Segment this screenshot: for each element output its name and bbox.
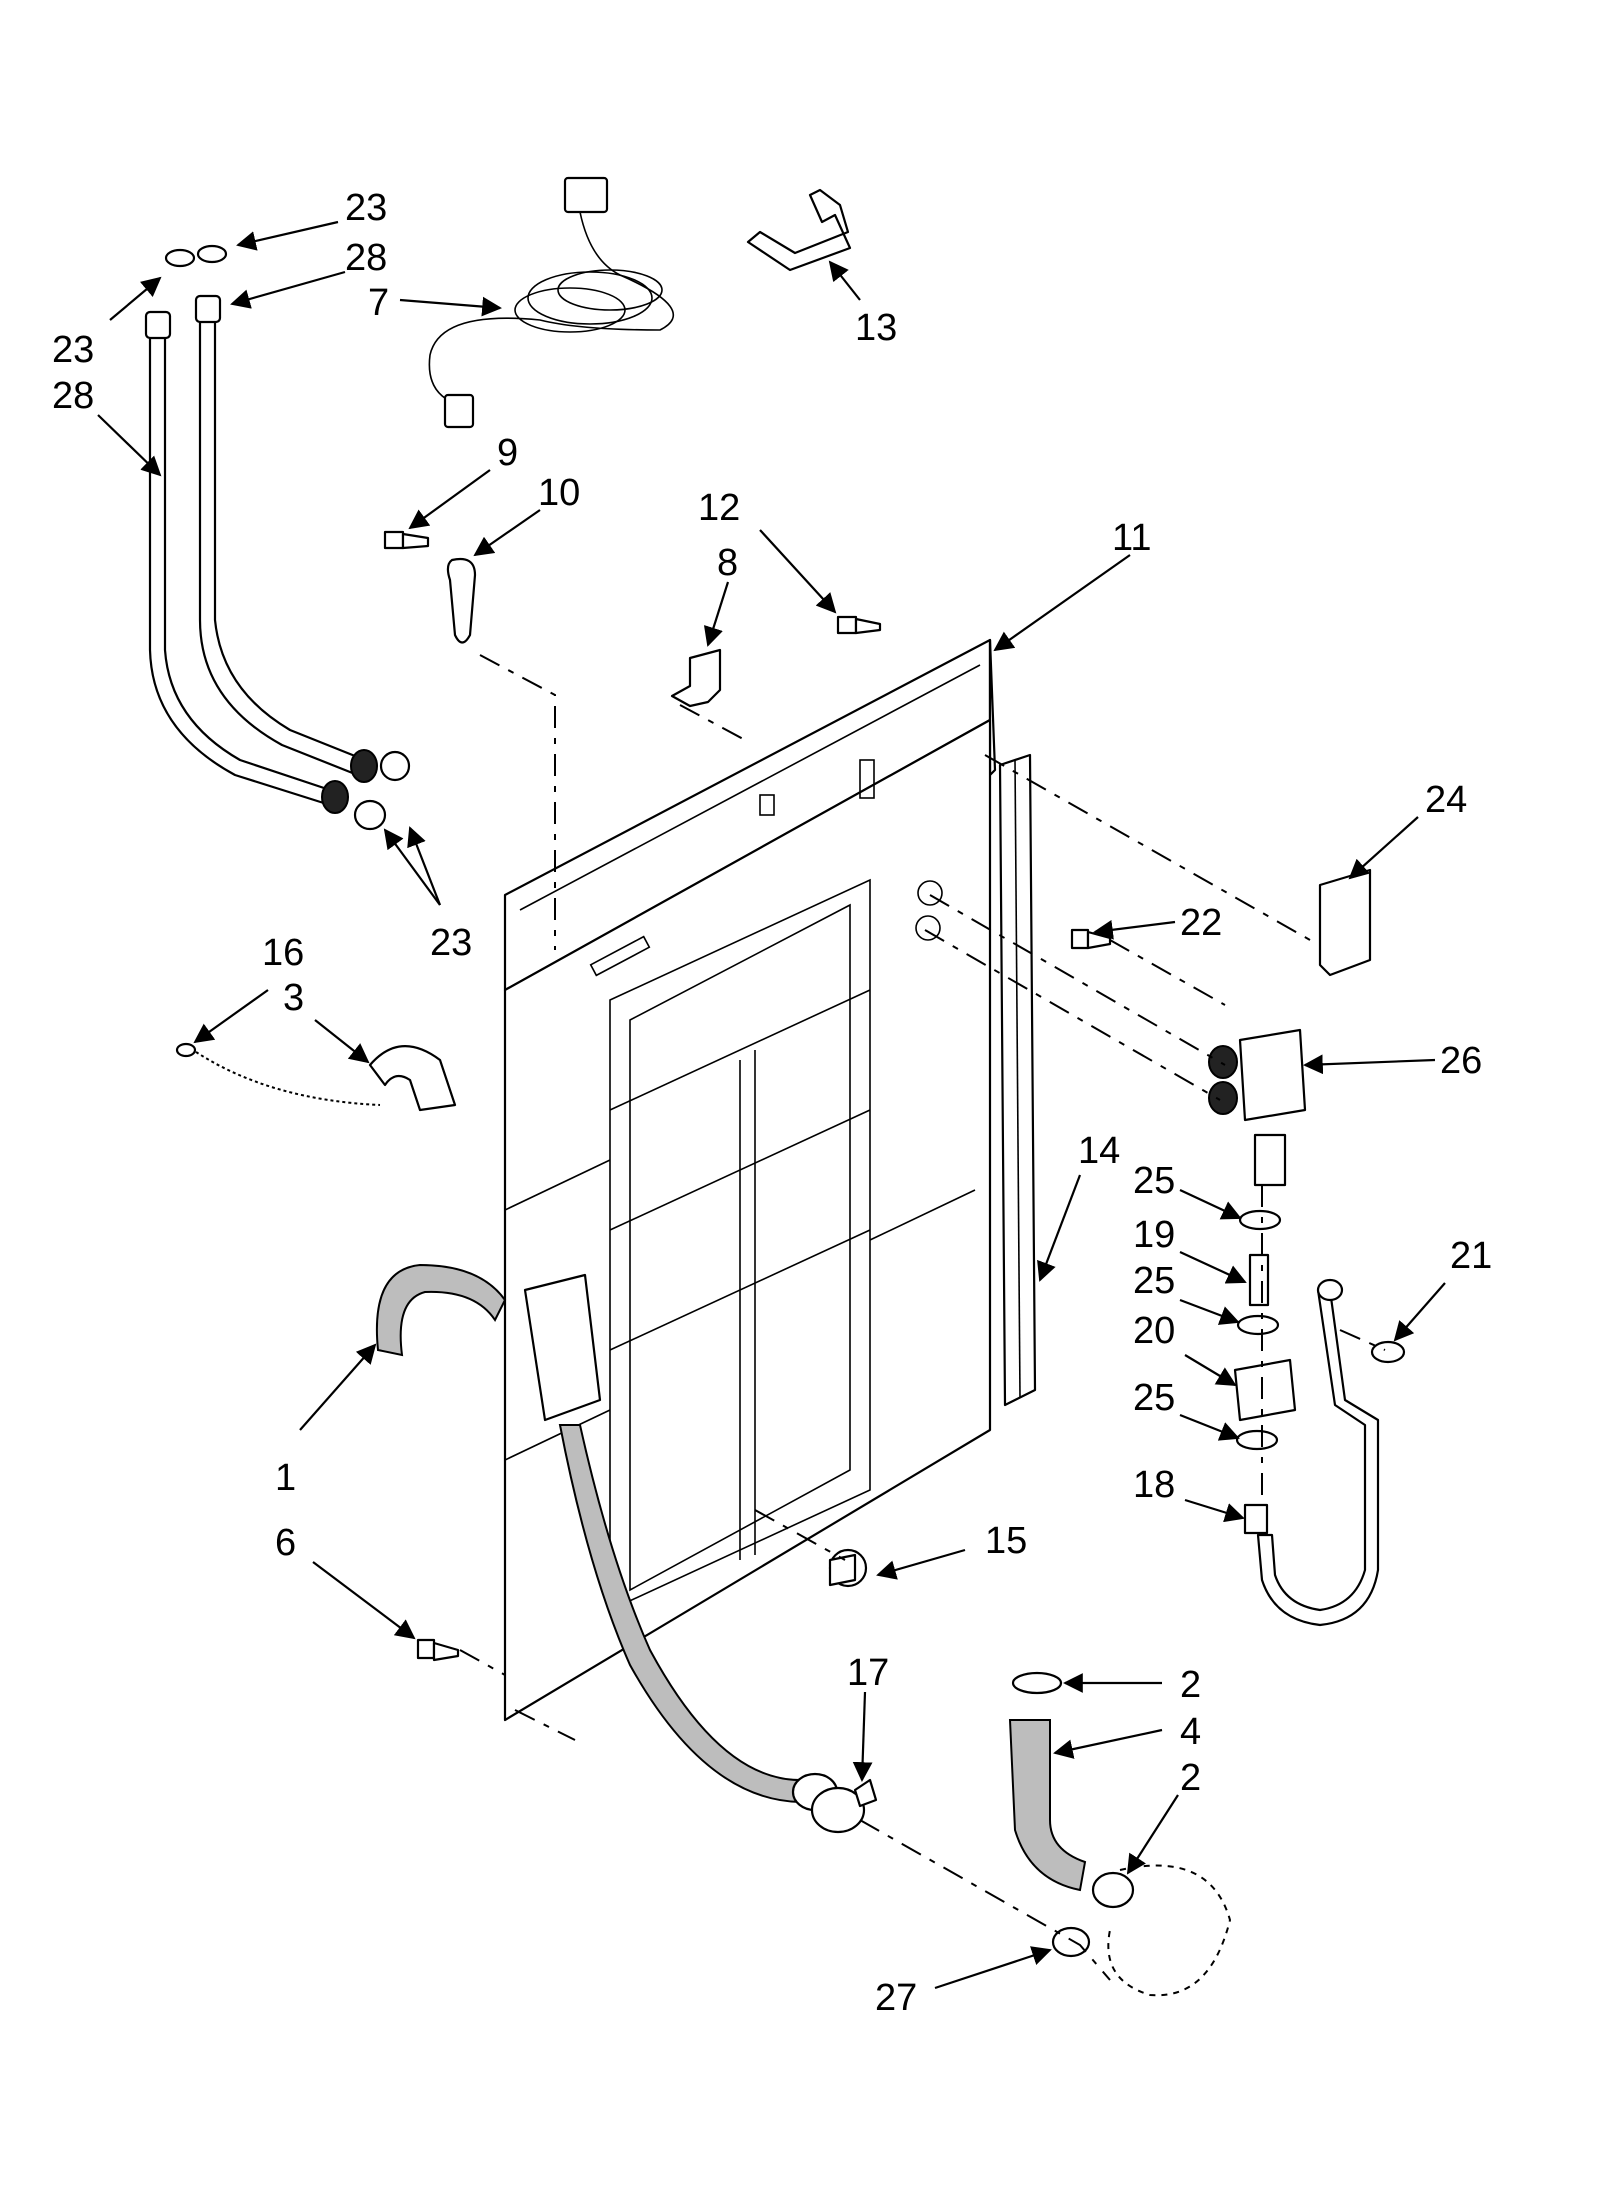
callout-label: 15 [985,1520,1027,1562]
callout-label: 23 [430,922,472,964]
hose-clamp-17 [810,1778,878,1834]
valve-fittings [1233,1209,1297,1535]
callout-label: 4 [1180,1711,1201,1753]
callout-label: 23 [345,187,387,229]
callout-22: 22 [1093,902,1222,944]
callout-label: 14 [1078,1130,1120,1172]
callout-label: 12 [698,487,740,529]
callout-23-top: 23 [236,187,387,251]
callout-label: 9 [497,432,518,474]
callout-label: 2 [1180,1757,1201,1799]
callout-3: 3 [283,977,370,1064]
callout-label: 1 [275,1457,296,1499]
callout-21: 21 [1393,1235,1492,1342]
callout-28-left: 28 [52,375,162,477]
callout-25-bottom: 25 [1133,1377,1240,1441]
power-cord [428,176,675,429]
screw-22 [1070,928,1112,950]
callout-25-top: 25 [1133,1160,1242,1220]
callout-18: 18 [1133,1464,1245,1523]
clip-8 [670,648,722,708]
callout-14: 14 [1037,1130,1120,1282]
callout-label: 26 [1440,1040,1482,1082]
screw-6 [416,1638,460,1662]
callout-24: 24 [1348,779,1467,880]
cable-tie-16 [175,1042,381,1106]
callout-label: 27 [875,1977,917,2019]
callout-10: 10 [473,472,580,557]
callout-7: 7 [368,282,502,324]
callout-label: 28 [52,375,94,417]
callout-label: 19 [1133,1214,1175,1256]
callout-6: 6 [275,1522,416,1640]
callout-28-top: 28 [230,237,387,309]
callout-label: 7 [368,282,389,324]
callout-16: 16 [193,932,304,1044]
bracket-13 [746,188,852,272]
callout-label: 10 [538,472,580,514]
callout-25-middle: 25 [1133,1260,1240,1325]
inlet-tube-18 [1256,1278,1380,1627]
callout-4: 4 [1053,1711,1201,1759]
callout-label: 11 [1112,517,1151,559]
callout-26: 26 [1303,1040,1482,1082]
callout-27: 27 [875,1946,1052,2019]
callout-label: 25 [1133,1377,1175,1419]
callout-label: 25 [1133,1160,1175,1202]
screw-12 [836,615,882,635]
inlet-hoses [144,244,411,831]
pump-hose-4 [1008,1671,1232,1997]
side-channel-14 [998,753,1037,1407]
callout-9: 9 [408,432,518,530]
clamp-21 [1370,1340,1406,1364]
callout-label: 23 [52,329,94,371]
callout-19: 19 [1133,1214,1247,1284]
plug-15 [828,1548,868,1588]
callout-label: 3 [283,977,304,1019]
callout-label: 2 [1180,1664,1201,1706]
callout-label: 21 [1450,1235,1492,1277]
screw-9 [383,530,430,550]
callout-label: 28 [345,237,387,279]
assembly-lines [459,654,1386,1981]
callout-23-right: 23 [383,826,472,964]
callout-15: 15 [876,1520,1027,1580]
callout-13: 13 [828,260,897,349]
cord-clamp-10 [446,557,477,644]
callout-label: 16 [262,932,304,974]
water-valve-26 [1208,1028,1307,1187]
callout-12: 12 [698,487,837,614]
callout-label: 18 [1133,1464,1175,1506]
callout-label: 24 [1425,779,1467,821]
hose-clamp-3 [368,1045,457,1112]
callout-17: 17 [847,1652,889,1782]
callout-2-bottom: 2 [1126,1757,1201,1875]
callout-1: 1 [275,1343,377,1499]
callout-label: 17 [847,1652,889,1694]
callout-label: 6 [275,1522,296,1564]
callout-2-top: 2 [1063,1664,1201,1706]
callouts: 23 28 23 28 7 13 9 10 [52,187,1492,2019]
drain-hose-1 [376,1263,839,1812]
callout-8: 8 [703,542,738,647]
callout-label: 25 [1133,1260,1175,1302]
plate-24 [1318,868,1372,977]
callout-label: 8 [717,542,738,584]
callout-11: 11 [993,517,1151,652]
callout-label: 20 [1133,1310,1175,1352]
callout-label: 22 [1180,902,1222,944]
callout-20: 20 [1133,1310,1237,1387]
callout-23-left: 23 [52,276,162,371]
cabinet-back [503,718,992,1722]
callout-label: 13 [855,307,897,349]
